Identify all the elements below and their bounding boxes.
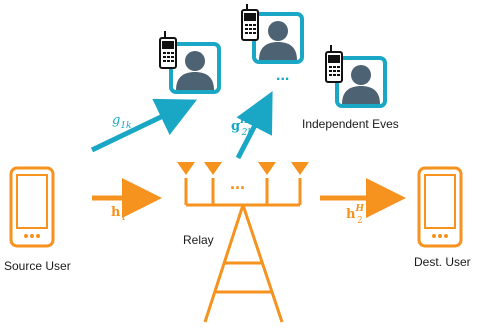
relay-antennas	[177, 162, 309, 175]
eve-2	[241, 4, 304, 64]
eve-2-person-icon	[259, 21, 297, 60]
antenna-1-icon	[177, 162, 195, 175]
eve-2-phone-icon	[241, 4, 259, 41]
eve-1-phone-icon	[159, 31, 177, 69]
eve-1-person-icon	[176, 51, 214, 90]
source-user-label: Source User	[4, 259, 71, 273]
eves-ellipsis: ...	[276, 67, 289, 84]
eve-3-phone-icon	[325, 45, 343, 83]
relay-tower-icon	[184, 178, 302, 323]
antenna-2-icon	[204, 162, 222, 175]
label-h1: h1	[111, 205, 126, 223]
antenna-4-icon	[291, 162, 309, 175]
dest-user-label: Dest. User	[414, 255, 471, 269]
antenna-3-icon	[258, 162, 276, 175]
arrow-g2kH	[235, 91, 273, 160]
antennas-ellipsis: ...	[230, 173, 245, 193]
eve-3	[325, 45, 387, 108]
arrow-g1k	[90, 98, 198, 153]
dest-user-device-icon	[417, 166, 463, 248]
source-user-device-icon	[9, 166, 55, 248]
eve-1	[159, 31, 221, 94]
independent-eves-label: Independent Eves	[302, 117, 399, 131]
relay-label: Relay	[183, 233, 214, 247]
eve-3-person-icon	[342, 65, 380, 104]
label-g1k: g1k	[112, 113, 132, 131]
